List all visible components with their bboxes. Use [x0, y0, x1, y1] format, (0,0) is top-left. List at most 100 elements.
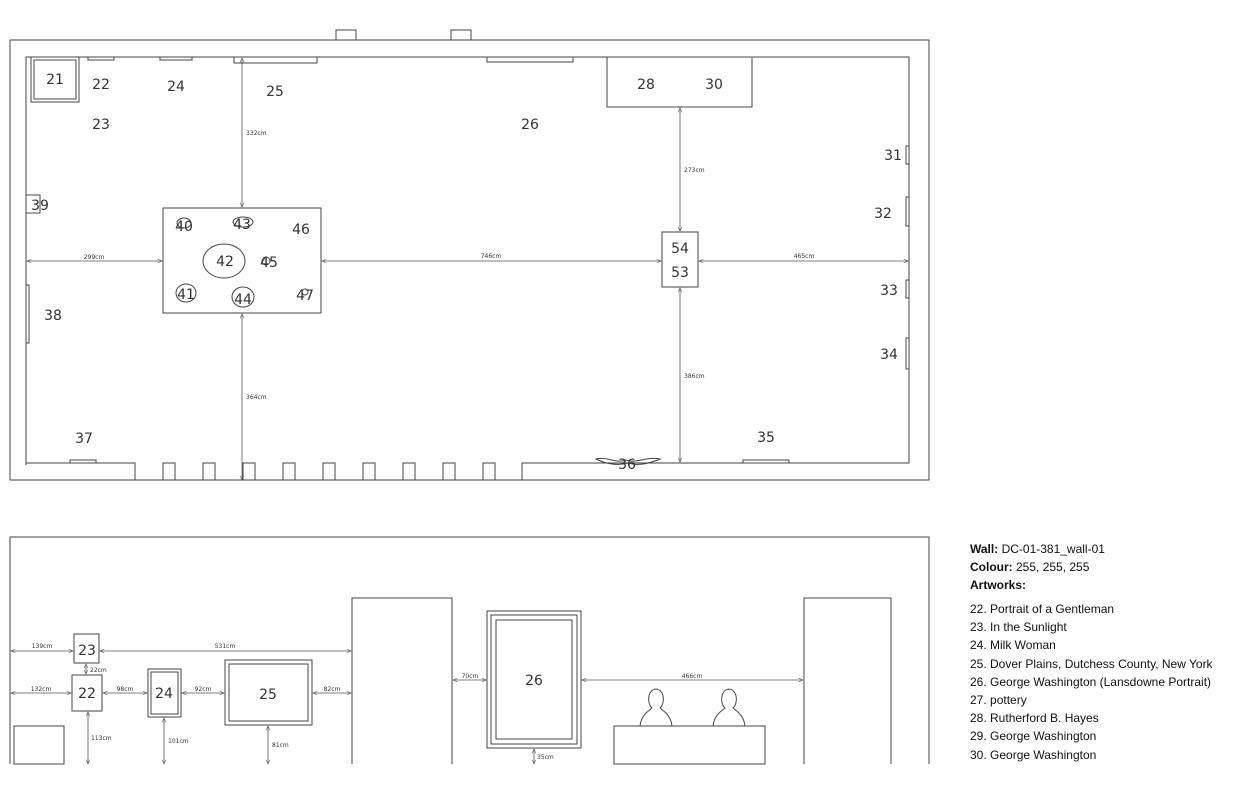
pedestal-53-54 [661, 231, 699, 288]
object-43-outline [232, 216, 254, 228]
label-40: 40 [175, 219, 193, 235]
label-24: 24 [167, 79, 185, 95]
room-outer-wall [9, 39, 930, 481]
elevation-doorway-left [351, 597, 453, 764]
artwork-36-ornament [594, 457, 662, 465]
label-43: 43 [233, 217, 251, 233]
label-22: 22 [92, 77, 110, 93]
frame-22 [71, 674, 103, 712]
artwork-list-item: 30. George Washington [970, 747, 1097, 762]
dim-35cm: 35cm [537, 754, 554, 761]
bust-right [712, 688, 746, 727]
frame-23 [73, 633, 100, 664]
wall-value: DC-01-381_wall-01 [1001, 542, 1105, 556]
central-platform [162, 207, 322, 314]
bust-left [639, 688, 673, 727]
label-37: 37 [75, 431, 93, 447]
elevation-dimension-labels: 139cm 531cm 22cm 132cm 98cm 92cm 82cm 11… [31, 643, 703, 761]
dim-466cm: 466cm [682, 673, 703, 680]
bust-plinth [613, 725, 766, 765]
dim-22cm: 22cm [90, 667, 107, 674]
frame-25-outer [224, 659, 313, 726]
top-vent-left [335, 29, 357, 41]
artwork-21-inner [33, 59, 77, 100]
elevation-wall-outline [9, 536, 930, 764]
artwork-list-item: 26. George Washington (Lansdowne Portrai… [970, 674, 1212, 689]
elevation-doorway-right [803, 597, 892, 764]
label-32: 32 [874, 206, 892, 222]
wall-info-panel: Wall: DC-01-381_wall-01 Colour: 255, 255… [970, 540, 1240, 764]
artwork-list-item: 28. Rutherford B. Hayes [970, 711, 1099, 726]
elev-label-26: 26 [525, 673, 543, 689]
label-36: 36 [618, 457, 636, 473]
artwork-list-item: 27. pottery [970, 693, 1027, 708]
dim-299cm: 299cm [84, 254, 105, 261]
dim-81cm: 81cm [272, 742, 289, 749]
label-33: 33 [880, 283, 898, 299]
dim-364cm: 364cm [246, 394, 267, 401]
label-31: 31 [884, 148, 902, 164]
dim-113cm: 113cm [91, 735, 112, 742]
label-25: 25 [266, 84, 284, 100]
object-45-outline [261, 256, 271, 266]
elev-label-25: 25 [259, 687, 277, 703]
top-vent-right [450, 29, 472, 41]
frame-26-outer [486, 610, 582, 749]
elevation-cabinet [13, 725, 65, 765]
frame-26-inner [495, 619, 573, 740]
artwork-list-item: 25. Dover Plains, Dutchess County, New Y… [970, 656, 1213, 671]
artwork-list-item: 24. Milk Woman [970, 638, 1056, 653]
label-30: 30 [705, 77, 723, 93]
dim-746cm: 746cm [481, 253, 502, 260]
object-41-outline [175, 283, 197, 303]
colour-row: Colour: 255, 255, 255 [970, 558, 1240, 576]
artwork-list-item: 29. George Washington [970, 729, 1097, 744]
artwork-25-marker [233, 56, 318, 64]
dim-386cm: 386cm [684, 373, 705, 380]
dim-139cm: 139cm [32, 643, 53, 650]
object-47-outline [301, 288, 309, 296]
label-35: 35 [757, 430, 775, 446]
room-inner-wall [25, 56, 910, 480]
plan-labels: 21 22 23 24 25 26 28 30 31 32 33 34 35 3… [31, 72, 902, 473]
frame-26-mid [490, 614, 578, 745]
object-40-outline [176, 217, 192, 229]
colour-value: 255, 255, 255 [1016, 560, 1090, 574]
label-41: 41 [177, 287, 195, 303]
dim-101cm: 101cm [168, 738, 189, 745]
artworks-heading: Artworks: [970, 578, 1027, 592]
dim-82cm: 82cm [324, 686, 341, 693]
label-45: 45 [260, 255, 278, 271]
artwork-21-frame [30, 56, 80, 103]
elev-label-24: 24 [155, 686, 173, 702]
label-47: 47 [296, 288, 314, 304]
artwork-24-marker [159, 56, 193, 61]
frame-24-outer [147, 668, 182, 718]
elevation-labels: 23 22 24 25 26 [78, 643, 543, 703]
artwork-33-marker [905, 279, 910, 299]
artwork-22-marker [87, 56, 115, 61]
frame-24-inner [150, 671, 179, 715]
dim-332cm: 332cm [246, 130, 267, 137]
doorway-pillars [162, 462, 496, 481]
wall-row: Wall: DC-01-381_wall-01 [970, 540, 1240, 558]
artwork-26-marker [486, 56, 574, 63]
elev-label-22: 22 [78, 686, 96, 702]
dim-273cm: 273cm [684, 167, 705, 174]
label-46: 46 [292, 222, 310, 238]
label-23: 23 [92, 117, 110, 133]
artwork-39-marker [26, 194, 41, 214]
dim-465cm: 465cm [794, 253, 815, 260]
artwork-38-marker [25, 284, 30, 344]
label-42: 42 [216, 254, 234, 270]
dim-531cm: 531cm [215, 643, 236, 650]
frame-25-inner [228, 663, 309, 722]
dim-70cm: 70cm [462, 673, 479, 680]
artwork-35-marker [742, 459, 790, 464]
artwork-37-marker [69, 459, 97, 464]
label-28: 28 [637, 77, 655, 93]
label-53: 53 [671, 265, 689, 281]
colour-label: Colour: [970, 560, 1013, 574]
artwork-list-item: 22. Portrait of a Gentleman [970, 602, 1115, 616]
